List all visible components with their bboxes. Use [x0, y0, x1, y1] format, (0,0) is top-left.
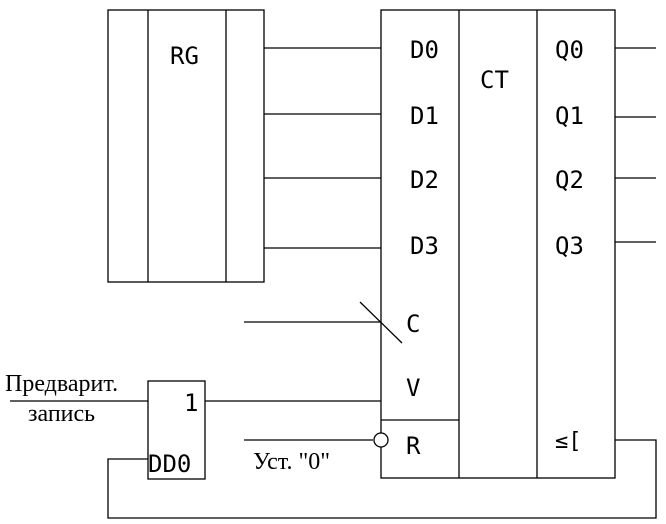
input-label-d1: D1: [410, 102, 439, 130]
clock-edge-slash: [359, 301, 403, 344]
input-label-d2: D2: [410, 166, 439, 194]
clock-input: [244, 301, 403, 344]
output-label-q2: Q2: [555, 166, 584, 194]
gate-block: 1 DD0: [147, 380, 206, 480]
counter-outline: [380, 9, 616, 479]
output-lines: [615, 47, 656, 243]
data-bus: [264, 47, 381, 249]
output-label-q0: Q0: [555, 36, 584, 64]
register-outline: [107, 9, 265, 283]
output-label-q1: Q1: [555, 102, 584, 130]
reset-zero-label: Уст. "0": [253, 449, 330, 475]
reset-input: Уст. "0": [244, 432, 389, 475]
input-label-d0: D0: [410, 36, 439, 64]
borrow-label: ≤[: [555, 429, 582, 454]
register-label: RG: [170, 42, 199, 70]
preset-label-line1: Предварит.: [5, 371, 118, 397]
register-block: RG: [107, 9, 265, 283]
input-label-d3: D3: [410, 232, 439, 260]
counter-label: CT: [480, 66, 509, 94]
reset-label: R: [406, 432, 421, 460]
preset-input: Предварит. запись: [5, 371, 148, 427]
reset-inversion-circle: [373, 432, 389, 448]
feedback-loop: [107, 439, 657, 519]
clock-label: C: [406, 310, 420, 338]
preset-label-line2: запись: [28, 401, 95, 427]
gate-name: DD0: [148, 450, 191, 478]
gate-symbol: 1: [184, 389, 198, 417]
output-label-q3: Q3: [555, 232, 584, 260]
enable-label: V: [406, 374, 420, 402]
gate-outline: [147, 380, 206, 480]
counter-block: CT D0 D1 D2 D3 C V R Q0 Q1 Q2 Q3 ≤[: [380, 9, 616, 479]
